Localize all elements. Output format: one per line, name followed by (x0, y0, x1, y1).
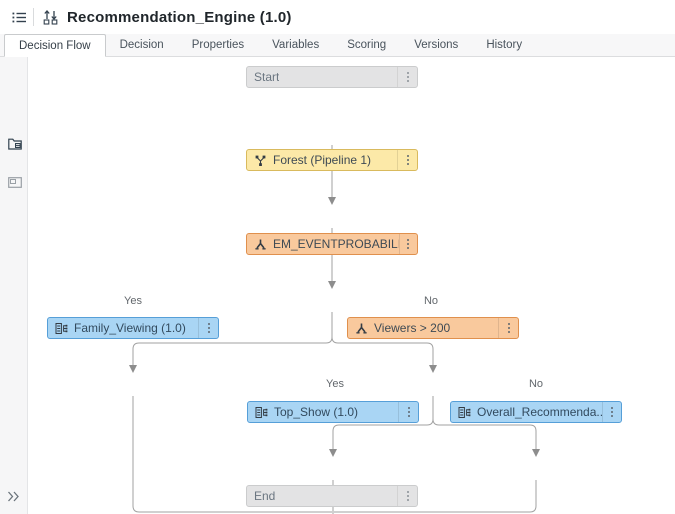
node-family-viewing[interactable]: Family_Viewing (1.0) (47, 317, 219, 339)
node-menu-button[interactable] (498, 318, 518, 338)
edge-overall-merge (334, 480, 537, 513)
edge-em-yes (129, 312, 333, 373)
kebab-icon (407, 239, 410, 241)
tab-properties[interactable]: Properties (191, 39, 245, 51)
node-overall-recommendations[interactable]: Overall_Recommenda... (450, 401, 622, 423)
edge-label-no: No (423, 295, 439, 307)
kebab-icon (406, 491, 409, 493)
kebab-icon (407, 407, 410, 409)
node-forest-pipeline[interactable]: Forest (Pipeline 1) (246, 149, 418, 171)
edge-viewers-yes (329, 396, 434, 457)
model-icon (254, 154, 267, 167)
diagram-overview-icon[interactable] (7, 175, 22, 189)
decision-flow-icon (39, 6, 61, 28)
kebab-icon (207, 323, 210, 325)
node-label: EM_EVENTPROBABILI... (273, 237, 399, 251)
branch-icon (355, 322, 368, 335)
flow-canvas[interactable] (28, 57, 675, 514)
kebab-icon (406, 155, 409, 157)
node-menu-button[interactable] (198, 318, 218, 338)
node-label: Family_Viewing (1.0) (74, 321, 186, 335)
node-end[interactable]: End (246, 485, 418, 507)
node-em-eventprobability[interactable]: EM_EVENTPROBABILI... (246, 233, 418, 255)
kebab-icon (610, 407, 613, 409)
tab-decision-flow[interactable]: Decision Flow (4, 34, 106, 57)
edge-family-merge (132, 396, 332, 513)
node-menu-button[interactable] (398, 234, 417, 254)
tab-decision[interactable]: Decision (119, 39, 164, 51)
projects-panel-icon[interactable] (7, 136, 22, 150)
application-menu-icon[interactable] (8, 6, 30, 28)
expand-panel-button[interactable] (7, 490, 22, 502)
node-menu-button[interactable] (397, 150, 417, 170)
tab-history[interactable]: History (486, 39, 523, 51)
node-menu-button[interactable] (397, 486, 417, 506)
page-title: Recommendation_Engine (1.0) (67, 8, 292, 26)
edge-label-no: No (528, 378, 544, 390)
node-menu-button[interactable] (601, 402, 621, 422)
kebab-icon (507, 323, 510, 325)
node-label: Viewers > 200 (374, 321, 451, 335)
edge-em-no (331, 312, 437, 373)
tab-bar: Decision Flow Decision Properties Variab… (0, 34, 675, 57)
decision-icon (255, 406, 268, 419)
edge-label-yes: Yes (326, 378, 344, 390)
decision-icon (458, 406, 471, 419)
left-toolbar (0, 57, 28, 514)
tab-versions[interactable]: Versions (414, 39, 459, 51)
node-label: Forest (Pipeline 1) (273, 153, 372, 167)
edge-label-yes: Yes (124, 295, 142, 307)
node-viewers-gt-200[interactable]: Viewers > 200 (347, 317, 519, 339)
tab-scoring[interactable]: Scoring (347, 39, 387, 51)
node-label: Overall_Recommenda... (477, 405, 602, 419)
node-top-show[interactable]: Top_Show (1.0) (247, 401, 419, 423)
kebab-icon (406, 72, 409, 74)
tab-variables[interactable]: Variables (272, 39, 320, 51)
header-divider (33, 8, 34, 26)
node-label: End (254, 489, 276, 503)
node-label: Top_Show (1.0) (274, 405, 359, 419)
node-label: Start (254, 70, 280, 84)
node-menu-button[interactable] (397, 67, 417, 87)
node-start[interactable]: Start (246, 66, 418, 88)
decision-icon (55, 322, 68, 335)
branch-icon (254, 238, 267, 251)
edge-connectors (129, 145, 540, 514)
content-area (0, 57, 675, 514)
node-menu-button[interactable] (398, 402, 418, 422)
app-header: Recommendation_Engine (1.0) (0, 0, 675, 34)
edge-viewers-no (432, 396, 540, 457)
